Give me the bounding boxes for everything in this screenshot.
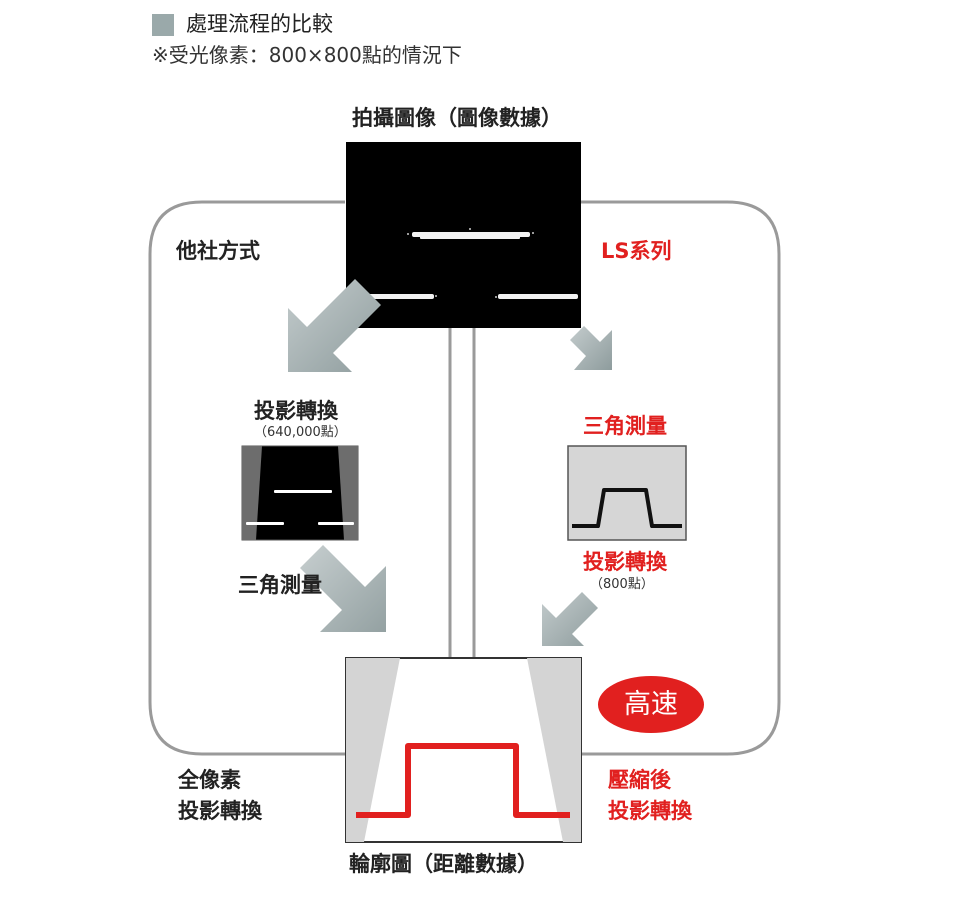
ls-step2-sub: （800點） [590,577,654,592]
other-method-frame [148,200,345,756]
other-step1-sub: （640,000點） [254,425,347,440]
ls-step2-label: 投影轉換 [583,550,667,574]
other-step2-label: 三角測量 [238,573,322,597]
other-arrow-2 [300,545,386,632]
ls-step1-label: 三角測量 [583,414,667,438]
speed-badge: 高速 [598,676,704,733]
ls-footer-line1: 壓縮後 [608,768,671,792]
ls-arrow-2 [542,592,598,646]
speed-badge-text: 高速 [624,689,678,720]
ls-arrow-1 [570,326,612,370]
profile-line [356,743,570,818]
legend-square [152,14,174,36]
diagram-subtitle: ※受光像素：800×800點的情況下 [152,43,462,67]
ls-profile-line [572,488,682,528]
other-footer-line2: 投影轉換 [178,799,262,823]
profile-label: 輪廓圖（距離數據） [349,852,538,876]
captured-image-noise [359,228,534,298]
other-arrow-1 [288,279,381,372]
other-method-label: 他社方式 [176,239,260,263]
ls-footer-line2: 投影轉換 [608,799,692,823]
diagram-title: 處理流程的比較 [186,12,333,36]
other-step1-label: 投影轉換 [254,399,338,423]
other-footer-line1: 全像素 [178,768,241,792]
ls-series-frame [581,200,781,756]
captured-image-label: 拍攝圖像（圖像數據） [352,106,562,130]
ls-series-label: LS系列 [601,239,672,263]
